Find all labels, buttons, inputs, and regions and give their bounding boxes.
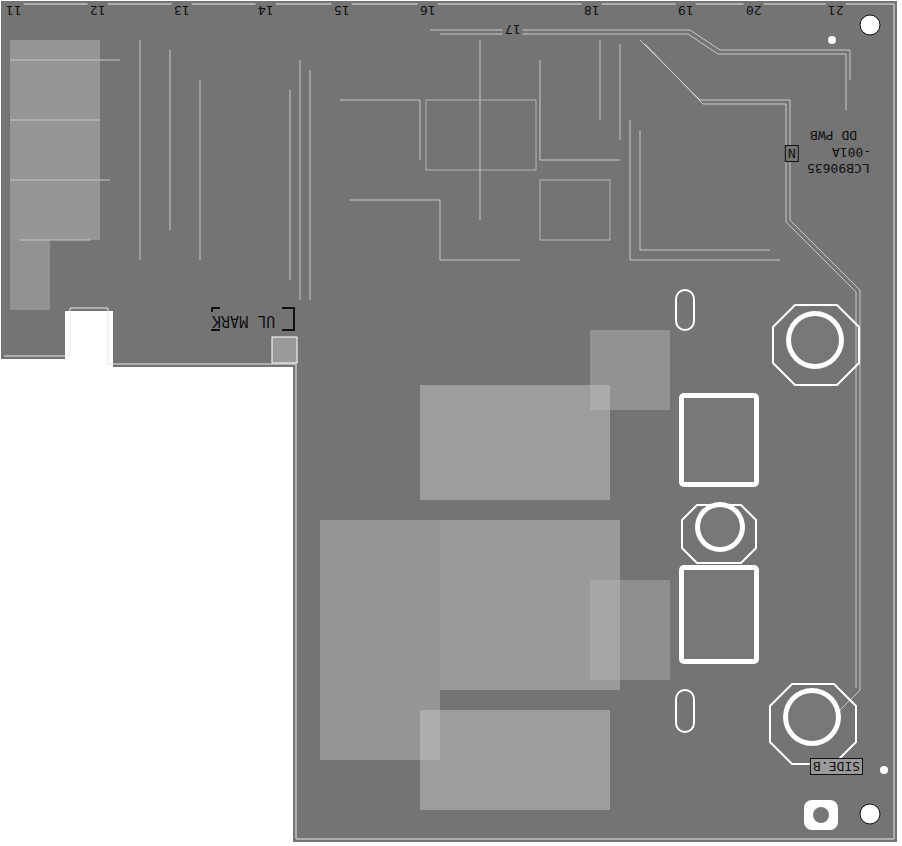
grid-number: 14 [256,3,276,18]
silkscreen-text: UL MARK [210,312,277,329]
mount-hole [788,693,836,741]
corner-hole [860,804,880,824]
mount-hole [786,311,844,369]
mount-hole [791,316,839,364]
grid-number: 11 [4,3,24,18]
pad-square [684,570,754,659]
grid-number: 21 [826,3,846,18]
grid-number: 19 [676,3,696,18]
mount-hole [700,507,740,547]
chip-areas [10,40,670,810]
pad-hole [813,807,829,823]
grid-number: 18 [582,3,602,18]
pad-square [679,393,759,487]
mount-octagon [682,505,756,563]
oval-pad [676,690,694,732]
board-edge [4,4,894,839]
mount-octagon [773,305,859,385]
grid-number: 20 [744,3,764,18]
ul-pad [272,337,297,363]
pad [804,800,838,830]
silkscreen-text: DD PWB [808,128,859,143]
via [880,766,888,774]
mount-octagon [770,684,856,764]
via [828,36,836,44]
corner-hole [860,15,880,35]
mount-hole [695,502,745,552]
silkscreen-text: SIDE.B [810,758,863,775]
grid-number: 12 [88,3,108,18]
grid-number: 16 [418,3,438,18]
oval-pad [676,290,694,330]
components [426,100,610,240]
pad-square [684,398,754,482]
silkscreen-text: N [785,145,799,162]
mount-hole [783,688,841,746]
grid-number: 17 [503,22,523,37]
grid-number: 15 [332,3,352,18]
pad-square [679,565,759,664]
silkscreen-text: -001A [830,145,873,160]
silkscreen-text: LCB90635 [805,161,872,176]
grid-number: 13 [172,3,192,18]
